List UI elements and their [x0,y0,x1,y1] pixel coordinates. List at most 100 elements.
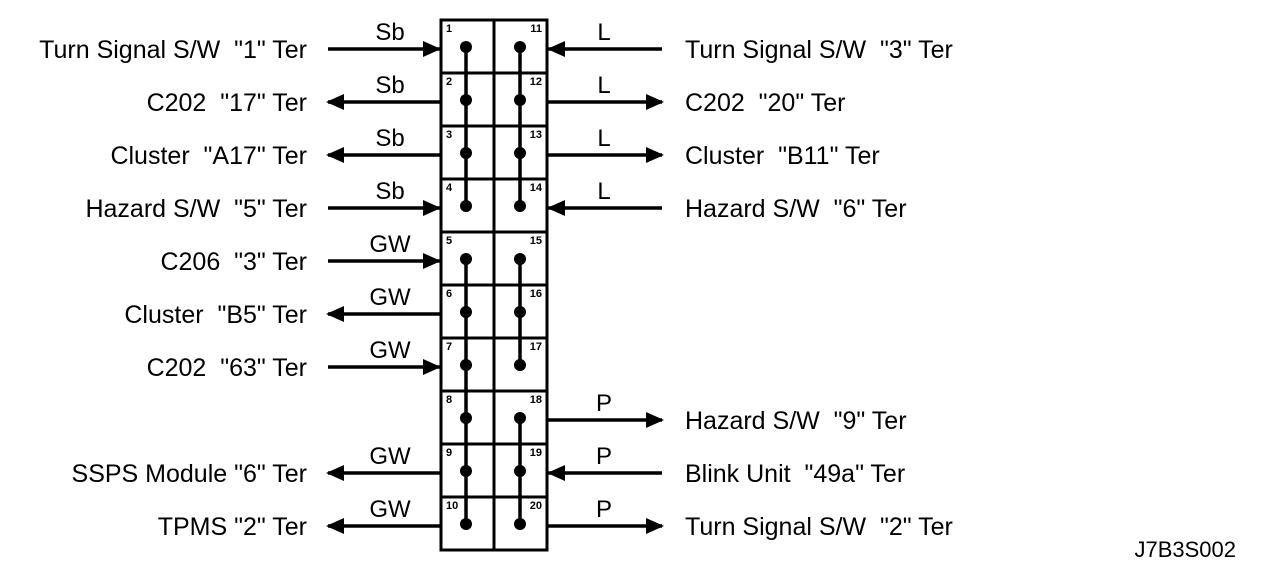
left-connection-row-10: GW TPMS "2" Ter [158,496,441,541]
terminal-label: Turn Signal S/W "3" Ter [685,36,953,64]
arrow-head [423,253,441,269]
arrow-head [423,359,441,375]
right-connection-row-10: P Turn Signal S/W "2" Ter [547,496,953,541]
terminal-label: Hazard S/W "9" Ter [685,407,907,435]
splice-dot [460,94,472,106]
terminal-label: Blink Unit "49a" Ter [685,460,905,488]
splice-dot [514,518,526,530]
terminal-label: C202 "20" Ter [685,89,845,117]
arrow-head [547,465,565,481]
wire-color-label: P [596,390,612,417]
pin-number-13: 13 [530,129,542,141]
splice-dot [514,253,526,265]
wire-color-label: GW [369,284,411,311]
arrow-head [646,147,664,163]
wire-color-label: P [596,496,612,523]
splice-dot [514,147,526,159]
wire-color-label: GW [369,337,411,364]
arrow-head [646,518,664,534]
splice-dot [514,465,526,477]
arrow-head [547,200,565,216]
arrow-head [646,94,664,110]
terminal-label: Cluster "A17" Ter [110,142,307,170]
pin-number-14: 14 [530,182,543,194]
arrow-head [326,518,344,534]
left-connection-row-5: GW C206 "3" Ter [160,231,441,276]
arrow-head [326,147,344,163]
arrow-head [326,94,344,110]
splice-dot [514,359,526,371]
pin-number-6: 6 [446,288,452,300]
wire-color-label: L [597,19,610,46]
splice-dot [460,465,472,477]
splice-dot [460,518,472,530]
wire-color-label: GW [369,443,411,470]
wire-color-label: Sb [375,72,404,99]
wire-color-label: P [596,443,612,470]
terminal-label: C202 "63" Ter [147,354,307,382]
splice-dot [514,412,526,424]
left-connection-row-7: GW C202 "63" Ter [147,337,441,382]
splice-dot [460,253,472,265]
right-connection-row-9: P Blink Unit "49a" Ter [547,443,905,488]
terminal-label: Turn Signal S/W "1" Ter [39,36,307,64]
splice-dot [514,200,526,212]
bus-bars [460,41,526,530]
pin-number-3: 3 [446,129,452,141]
right-connection-row-2: L C202 "20" Ter [547,72,845,117]
left-connection-row-6: GW Cluster "B5" Ter [124,284,441,329]
wire-color-label: Sb [375,19,404,46]
terminal-label: C202 "17" Ter [147,89,307,117]
pin-number-10: 10 [446,500,458,512]
arrow-head [547,41,565,57]
right-connection-row-8: P Hazard S/W "9" Ter [547,390,907,435]
terminal-label: Cluster "B11" Ter [685,142,880,170]
terminal-label: TPMS "2" Ter [158,513,307,541]
wire-color-label: GW [369,231,411,258]
arrow-head [326,465,344,481]
wire-color-label: L [597,72,610,99]
pin-number-9: 9 [446,447,452,459]
pin-number-4: 4 [446,182,453,194]
terminal-label: Hazard S/W "5" Ter [85,195,307,223]
terminal-label: C206 "3" Ter [160,248,307,276]
terminal-label: Hazard S/W "6" Ter [685,195,907,223]
right-connection-row-3: L Cluster "B11" Ter [547,125,880,170]
splice-dot [460,200,472,212]
splice-dot [514,306,526,318]
pin-number-7: 7 [446,341,452,353]
pin-number-1: 1 [446,23,452,35]
arrow-head [646,412,664,428]
splice-dot [460,147,472,159]
splice-dot [514,94,526,106]
pin-number-12: 12 [530,76,542,88]
wire-color-label: L [597,178,610,205]
arrow-head [423,41,441,57]
pin-number-20: 20 [530,500,542,512]
splice-dot [460,306,472,318]
arrow-head [423,200,441,216]
wire-color-label: Sb [375,178,404,205]
pin-number-2: 2 [446,76,452,88]
diagram-code: J7B3S002 [1134,537,1236,562]
pin-number-8: 8 [446,394,452,406]
splice-dot [460,41,472,53]
splice-dot [514,41,526,53]
pin-number-17: 17 [530,341,542,353]
wire-color-label: L [597,125,610,152]
terminal-label: Cluster "B5" Ter [124,301,307,329]
terminal-label: Turn Signal S/W "2" Ter [685,513,953,541]
pin-number-19: 19 [530,447,542,459]
pin-number-15: 15 [530,235,542,247]
wire-color-label: GW [369,496,411,523]
arrow-head [326,306,344,322]
pin-number-5: 5 [446,235,452,247]
pin-number-11: 11 [530,23,542,35]
